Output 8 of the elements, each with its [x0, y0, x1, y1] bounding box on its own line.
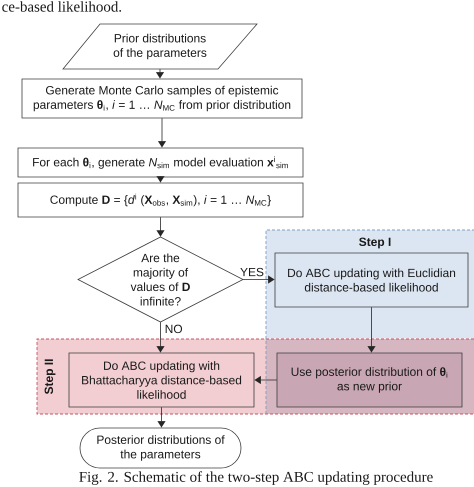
- process-box: Compute D = {d$^{i}$ (X$_{obs}$, X$_{sim}$), i = 1 … N$_{MC}$}: [18, 182, 304, 218]
- process-box: Do ABC updating with Euclidian distance-based likelihood: [274, 252, 468, 308]
- process-box: Do ABC updating with Bhattacharyya distance-based likelihood: [68, 352, 254, 408]
- terminal-box: Posterior distributions of the parameters: [80, 428, 242, 468]
- figure-caption: Fig. 2. Schematic of the two-step ABC updating procedure: [79, 471, 433, 485]
- body-text: ce-based likelihood.: [2, 1, 122, 12]
- process-box: Generate Monte Carlo samples of epistemic parameters θ$_{i}$, i = 1 … N$_{MC}$ from prior distribution: [22, 78, 302, 118]
- edge-label: NO: [166, 324, 182, 334]
